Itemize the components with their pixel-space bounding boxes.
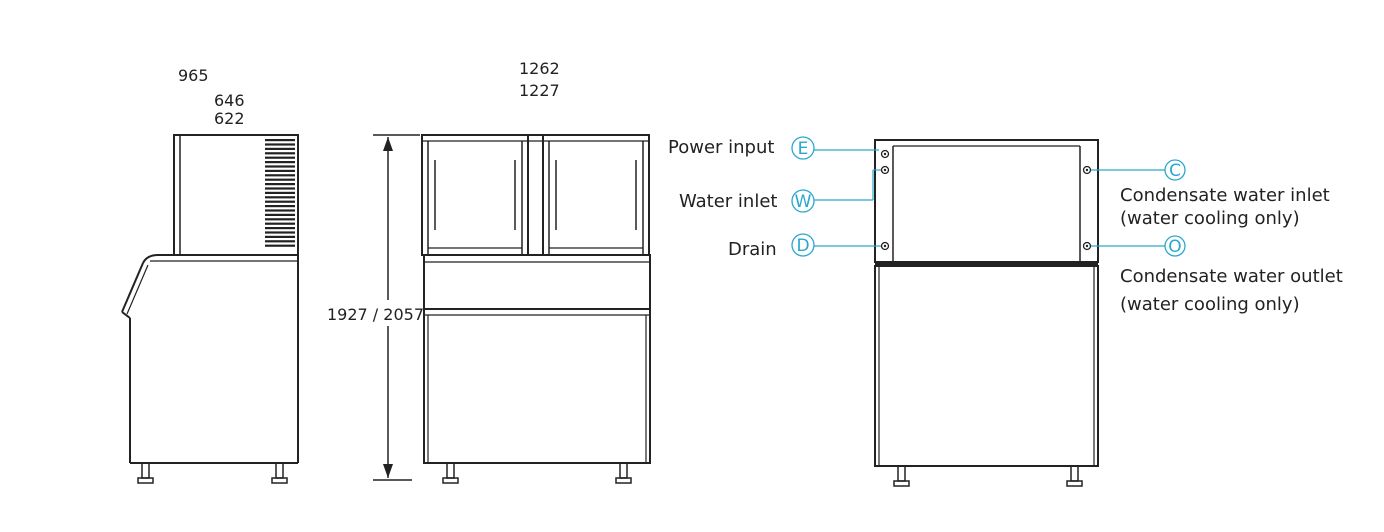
louver-slat (265, 165, 295, 168)
louver-slat (265, 235, 295, 238)
callout-condensate-inlet: C Condensate water inlet (water cooling … (1091, 159, 1330, 229)
louver-slat (265, 143, 295, 146)
louver-slat (265, 139, 295, 142)
front-feet (442, 462, 632, 484)
side-bin-body (121, 254, 299, 464)
louver-slat (265, 213, 295, 216)
power-input-label: Power input (668, 137, 774, 158)
condensate-inlet-label: Condensate water inlet (1120, 185, 1330, 206)
louver-slat (265, 196, 295, 199)
louver-slat (265, 240, 295, 243)
louver-slat (265, 227, 295, 230)
drain-marker (791, 233, 815, 257)
louver-slat (265, 161, 295, 164)
callout-water-inlet: Water inlet W (679, 169, 881, 213)
power-input-marker (791, 136, 815, 160)
louver-slat (265, 244, 295, 247)
width-inner-label: 1227 (519, 81, 560, 100)
condensate-outlet-letter: O (1168, 237, 1181, 257)
louver-slat (265, 191, 295, 194)
rear-feet (893, 465, 1083, 487)
water-inlet-letter: W (795, 192, 812, 212)
condensate-outlet-label: Condensate water outlet (1120, 266, 1343, 287)
water-inlet-marker (791, 189, 815, 213)
rear-ports (880, 149, 1092, 251)
condensate-outlet-marker (1164, 235, 1186, 257)
callout-power-input: Power input E (668, 136, 879, 160)
louver-slat (265, 147, 295, 150)
width-overall-label: 1262 (519, 59, 560, 78)
side-louver-vents (265, 139, 295, 247)
louver-slat (265, 209, 295, 212)
condensate-inlet-letter: C (1169, 161, 1181, 181)
height-label: 1927 / 2057 (327, 305, 424, 324)
condensate-inlet-note: (water cooling only) (1120, 208, 1300, 229)
louver-slat (265, 218, 295, 221)
callout-condensate-outlet: O Condensate water outlet (water cooling… (1091, 235, 1343, 315)
rear-view: Power input E Water inlet W Drain D C Co (668, 136, 1343, 487)
condensate-inlet-marker (1164, 159, 1186, 181)
louver-slat (265, 178, 295, 181)
power-input-letter: E (798, 139, 809, 159)
side-view: 965 646 622 (121, 66, 299, 484)
louver-slat (265, 174, 295, 177)
depth-overall-label: 965 (178, 66, 209, 85)
louver-slat (265, 183, 295, 186)
louver-slat (265, 156, 295, 159)
side-feet (137, 462, 288, 484)
louver-slat (265, 231, 295, 234)
louver-slat (265, 222, 295, 225)
louver-slat (265, 187, 295, 190)
front-view: 1262 1227 1927 / 2057 (325, 59, 651, 484)
condensate-outlet-note: (water cooling only) (1120, 294, 1300, 315)
rear-head-frame (874, 139, 1099, 263)
depth-inner-label: 622 (214, 109, 245, 128)
drain-label: Drain (728, 239, 777, 260)
drain-letter: D (796, 236, 809, 256)
callout-drain: Drain D (728, 233, 881, 260)
front-head-frame (421, 134, 650, 256)
louver-slat (265, 169, 295, 172)
louver-slat (265, 152, 295, 155)
depth-mid-label: 646 (214, 91, 245, 110)
rear-bin-body (874, 265, 1099, 467)
louver-slat (265, 200, 295, 203)
front-bin-body (423, 254, 651, 464)
louver-slat (265, 205, 295, 208)
water-inlet-label: Water inlet (679, 191, 777, 212)
height-dimension: 1927 / 2057 (325, 134, 424, 481)
